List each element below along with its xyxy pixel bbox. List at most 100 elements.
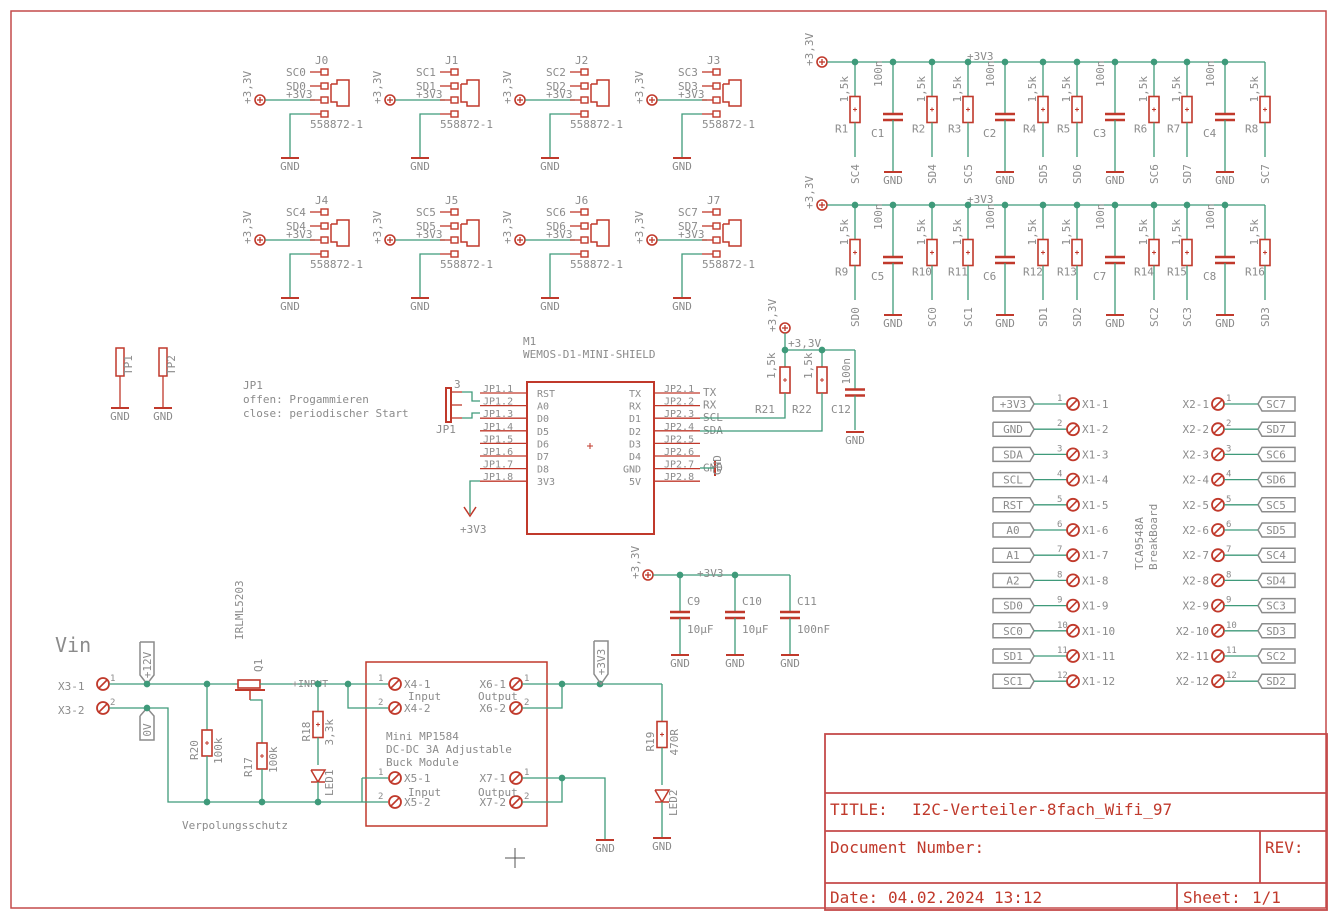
capacitor-value: 100n: [984, 61, 997, 88]
connector-pin: [580, 96, 589, 104]
gnd-symbol: GND: [153, 410, 173, 423]
terminal-ref: X2-6: [1183, 524, 1210, 537]
title-block: TITLE:I2C-Verteiler-8fach_Wifi_97Documen…: [824, 733, 1328, 911]
resistor-ref: R19: [644, 732, 657, 752]
terminal-ref: X1-3: [1082, 448, 1109, 461]
pin-pad: JP2.5: [664, 434, 694, 445]
pin-number: 1: [524, 674, 529, 684]
resistor-ref: R22: [792, 403, 812, 416]
terminal-ref: X2-9: [1183, 600, 1210, 613]
resistor-ref: R13: [1057, 266, 1077, 279]
pin-name: GND: [623, 465, 641, 476]
connector-pin: [320, 68, 329, 76]
screw-slot: [1068, 525, 1078, 535]
flag-label: SD1: [1003, 650, 1023, 663]
junction-dot: [314, 798, 322, 806]
terminal-ref: X4-1: [404, 678, 431, 691]
connector-pin: [320, 110, 329, 118]
signal-flag: [1257, 623, 1296, 639]
pin-number: 5: [1226, 495, 1231, 505]
connector-signal-label: SC6: [546, 206, 566, 219]
pin-number: 12: [1057, 671, 1068, 681]
net-label: SD2: [1071, 307, 1084, 327]
signal-flag: [593, 640, 609, 686]
screw-terminal: [1066, 497, 1080, 512]
screw-terminal: [1066, 674, 1080, 689]
pin-name: D3: [629, 439, 641, 450]
capacitor-value: 100n: [1094, 61, 1107, 88]
screw-terminal: [1066, 447, 1080, 462]
net-label: SD0: [849, 307, 862, 327]
signal-flag: [1257, 522, 1296, 538]
sheet-label: Sheet:: [1183, 888, 1241, 907]
resistor-value: 100k: [212, 737, 225, 764]
rail-label: +3V3: [967, 193, 994, 206]
pin-number: 1: [378, 768, 383, 778]
signal-flag: [992, 572, 1035, 589]
pin-number: 7: [1226, 545, 1231, 555]
flag-label: SC0: [1003, 625, 1023, 638]
screw-slot: [1068, 500, 1078, 510]
mosfet-body: [237, 679, 261, 689]
connector-part: 558872-1: [702, 118, 755, 131]
connector-part: 558872-1: [310, 118, 363, 131]
wire: [681, 253, 702, 298]
resistor-ref: R18: [300, 722, 313, 742]
connector-pin: [450, 208, 459, 216]
screw-terminal: [388, 677, 402, 691]
resistor-value: 1,5k: [765, 352, 778, 379]
connector-supply-label: +3,3V: [241, 71, 254, 104]
screw-terminal: [1066, 472, 1080, 487]
signal-flag: [992, 623, 1035, 639]
resistor-value: 100k: [267, 746, 280, 773]
resistor-ref: R4: [1023, 123, 1037, 136]
net-label: SC4: [849, 164, 862, 184]
pin-name: TX: [629, 389, 641, 400]
module-label: Output: [478, 786, 518, 799]
sheet-value: 1/1: [1252, 888, 1281, 907]
connector-supply-label: +3,3V: [501, 211, 514, 244]
wire: [522, 777, 563, 803]
mosfet-part: IRLML5203: [233, 580, 246, 640]
resistor-value: 1,5k: [951, 76, 964, 103]
gnd-symbol: GND: [410, 300, 430, 313]
screw-slot: [1068, 449, 1078, 459]
pin-number: 2: [524, 792, 529, 802]
connector-supply-label: +3,3V: [633, 211, 646, 244]
pin-name: D7: [537, 452, 549, 463]
gnd-symbol: GND: [670, 657, 690, 670]
screw-slot: [511, 773, 521, 783]
terminal-ref: X2-1: [1183, 398, 1210, 411]
terminal-ref: X1-9: [1082, 600, 1109, 613]
pin-name: 5V: [629, 477, 641, 488]
screw-slot: [1213, 575, 1223, 585]
junction-dot: [558, 680, 566, 688]
signal-flag: [1257, 547, 1296, 563]
pin-number: 11: [1226, 646, 1237, 656]
terminal-ref: X3-1: [58, 680, 85, 693]
pin-name: D0: [537, 414, 549, 425]
connector-pin: [712, 222, 721, 230]
screw-slot: [1068, 475, 1078, 485]
capacitor-ref: C6: [983, 270, 996, 283]
screw-slot: [390, 797, 400, 807]
net-label: SC2: [1148, 307, 1161, 327]
led-symbol: [310, 769, 327, 784]
connector-body: [722, 79, 742, 107]
breakout-title: TCA9548A: [1133, 517, 1146, 570]
capacitor-value: 100nF: [797, 623, 830, 636]
flag-label: SC6: [1266, 448, 1286, 461]
connector-pin: [320, 208, 329, 216]
capacitor-ref: C12: [831, 403, 851, 416]
pin-number: 9: [1226, 596, 1231, 606]
resistor-value: 1,5k: [1026, 76, 1039, 103]
wire: [549, 113, 570, 158]
junction-dot: [143, 704, 151, 712]
net-label: SC5: [962, 164, 975, 184]
connector-body: [460, 219, 480, 247]
drawing-frame: [10, 10, 1327, 909]
supply-label: +3,3V: [629, 546, 642, 579]
